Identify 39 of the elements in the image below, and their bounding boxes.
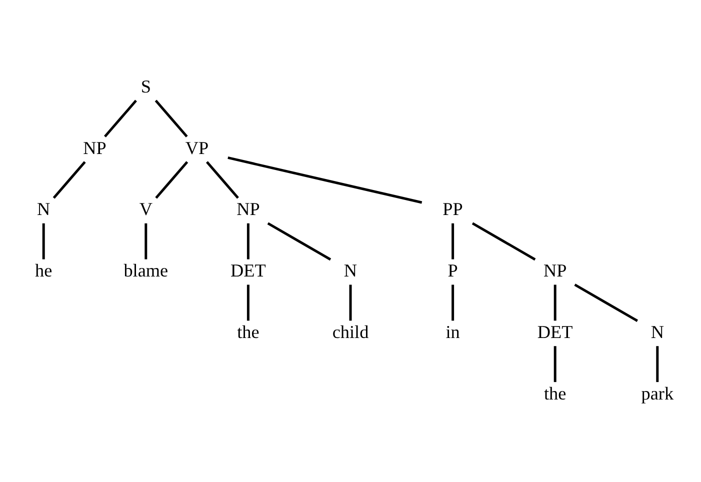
node-text: P bbox=[448, 260, 458, 280]
connector bbox=[246, 284, 250, 320]
connector bbox=[246, 222, 250, 259]
node-text: NP bbox=[83, 137, 106, 158]
connector bbox=[472, 222, 536, 260]
connector bbox=[554, 346, 556, 382]
node-text: VP bbox=[185, 137, 209, 158]
node-text: NP bbox=[236, 198, 260, 219]
connector bbox=[144, 222, 148, 259]
connector bbox=[42, 222, 45, 259]
connector bbox=[349, 284, 352, 320]
node-text: child bbox=[332, 321, 369, 342]
connector bbox=[228, 156, 422, 204]
connector bbox=[104, 99, 137, 137]
node-text: DET bbox=[230, 260, 266, 280]
connector bbox=[52, 160, 86, 198]
node-text: blame bbox=[124, 260, 168, 280]
node-text: V bbox=[139, 198, 152, 219]
node-text: N bbox=[37, 198, 50, 219]
node-text: DET bbox=[537, 321, 573, 342]
connector bbox=[554, 284, 556, 320]
connector bbox=[656, 346, 659, 382]
node-text: PP bbox=[442, 198, 463, 219]
node-text: N bbox=[650, 321, 664, 342]
node-text: the bbox=[544, 382, 566, 403]
node-text: park bbox=[641, 382, 674, 403]
connector bbox=[452, 284, 454, 320]
node-text: NP bbox=[543, 260, 567, 280]
node-text: the bbox=[237, 321, 260, 342]
node-text: N bbox=[344, 260, 358, 280]
node-text: S bbox=[140, 76, 151, 96]
node-text: he bbox=[35, 260, 52, 280]
connector bbox=[154, 99, 188, 137]
connector bbox=[452, 222, 454, 259]
connector bbox=[574, 283, 638, 322]
connector bbox=[267, 222, 332, 260]
connector bbox=[206, 160, 239, 198]
connector bbox=[155, 160, 188, 198]
node-text: in bbox=[446, 321, 460, 342]
